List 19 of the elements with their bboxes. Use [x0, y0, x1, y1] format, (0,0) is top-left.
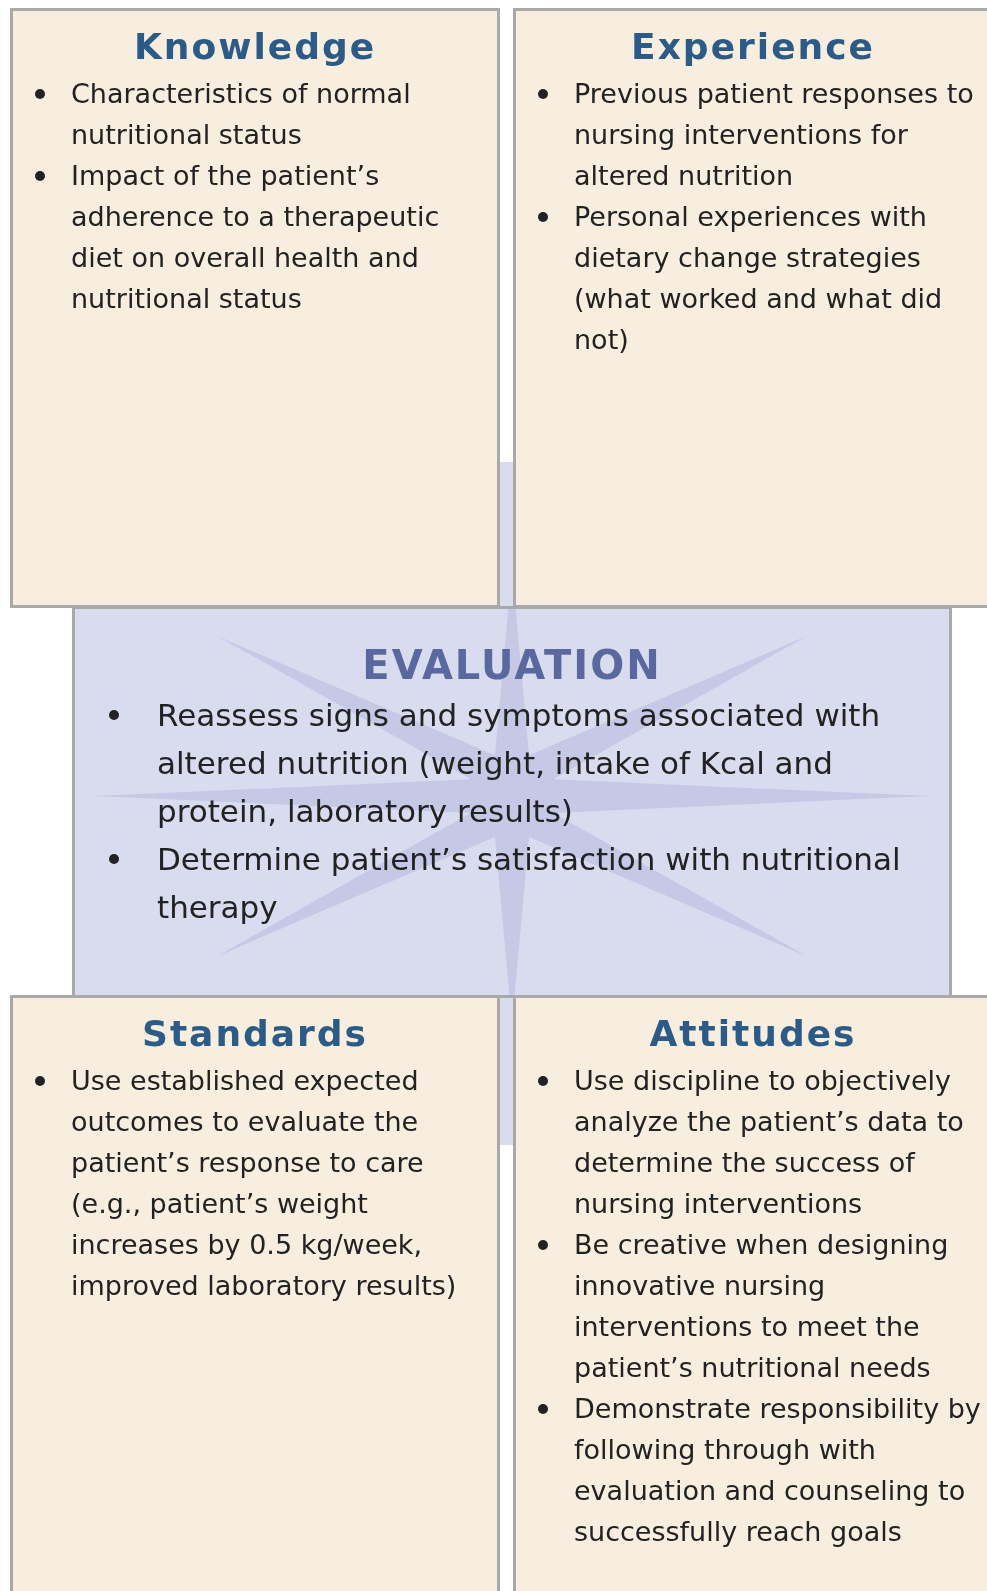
text-panel — [10, 8, 500, 608]
text-panel — [513, 995, 987, 1591]
bullet-item: Use established expected outcomes to evaluate the patient’s response to care (e.g., patient’s weight increases by 0.5 kg/week, improved laboratory results) — [23, 1060, 497, 1306]
panel-heading: Experience — [630, 25, 876, 69]
bullet-item: Be creative when designing innovative nursing interventions to meet the patient’s nutritional needs — [526, 1224, 987, 1388]
bullet-item: Use discipline to objectively analyze the patient’s data to determine the success of nursing interventions — [526, 1060, 987, 1224]
text-panel — [513, 8, 987, 608]
bullet-item: Reassess signs and symptoms associated with altered nutrition (weight, intake of Kcal and protein, laboratory results) — [85, 691, 949, 835]
panel-heading: Knowledge — [132, 25, 378, 69]
bullet-item: Demonstrate responsibility by following through with evaluation and counseling to successfully reach goals — [526, 1388, 987, 1552]
text-panel — [10, 995, 500, 1591]
panel-heading: Standards — [140, 1012, 370, 1056]
bullet-item: Characteristics of normal nutritional status — [23, 73, 497, 155]
panel-heading: EVALUATION — [361, 643, 663, 687]
bullet-item: Personal experiences with dietary change strategies (what worked and what did not) — [526, 196, 987, 360]
bullet-item: Determine patient’s satisfaction with nutritional therapy — [85, 835, 949, 931]
panel-heading: Attitudes — [648, 1012, 858, 1056]
bullet-item: Impact of the patient’s adherence to a therapeutic diet on overall health and nutritional status — [23, 155, 497, 319]
bullet-item: Previous patient responses to nursing interventions for altered nutrition — [526, 73, 987, 196]
